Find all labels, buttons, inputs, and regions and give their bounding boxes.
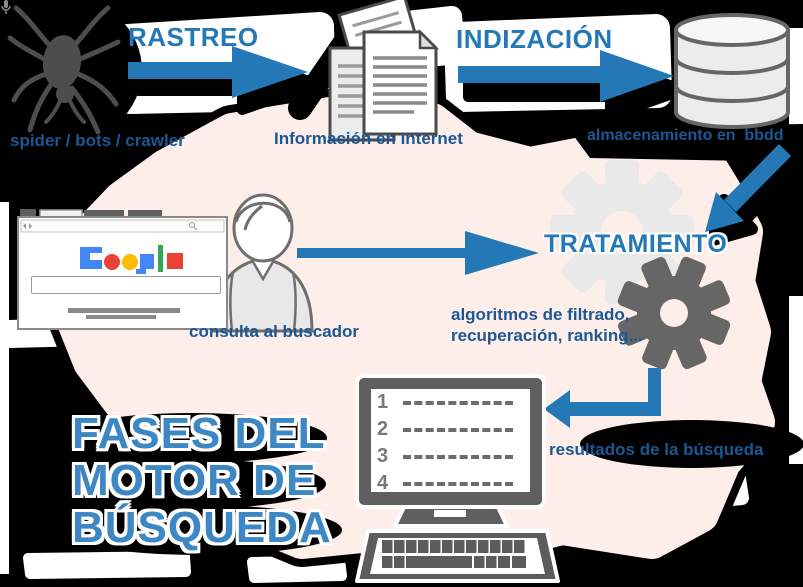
storage-caption: almacenamiento en bbdd — [587, 127, 784, 144]
algorithms-caption-line2: recuperación, ranking... — [451, 326, 643, 345]
database-icon — [674, 13, 790, 129]
rank-number: 1 — [377, 390, 389, 413]
result-line-placeholder — [403, 428, 513, 432]
result-rank-row: 2 — [377, 417, 513, 441]
arrow-elbow-left-icon — [544, 368, 661, 428]
arrow-right-icon — [458, 50, 674, 102]
internet-caption: Información en Internet — [274, 129, 463, 148]
search-icon — [189, 222, 198, 231]
phase-label-indizacion: INDIZACIÓN — [456, 24, 613, 54]
result-line-placeholder — [403, 482, 513, 486]
result-line-placeholder — [403, 455, 513, 459]
result-rank-row: 3 — [377, 444, 513, 468]
page-title-line2: MOTOR DE — [72, 456, 317, 505]
phase-label-tratamiento: TRATAMIENTO — [544, 230, 728, 258]
google-search-input[interactable] — [31, 276, 221, 294]
page-title-line1: FASES DEL — [72, 409, 326, 458]
phase-label-rastreo: RASTREO — [128, 22, 259, 52]
documents-icon — [328, 0, 440, 142]
shadow-blobs — [0, 0, 803, 555]
arrow-down-left-icon — [705, 144, 792, 232]
monitor-icon — [355, 374, 546, 528]
user-icon — [210, 193, 314, 333]
result-line-placeholder — [403, 401, 513, 405]
mic-icon — [1, 0, 11, 14]
result-rank-row: 1 — [377, 390, 513, 414]
page-title-line3: BÚSQUEDA — [72, 503, 332, 552]
google-logo — [80, 245, 183, 274]
rank-number: 4 — [377, 471, 389, 494]
browser-window-icon — [17, 209, 228, 330]
nav-arrows-icon — [23, 223, 32, 229]
page-title: FASES DEL MOTOR DE BÚSQUEDA — [72, 410, 332, 551]
results-caption: resultados de la búsqueda — [549, 440, 764, 459]
algorithms-caption: algoritmos de filtrado, recuperación, ra… — [451, 304, 643, 346]
query-caption: consulta al buscador — [189, 322, 360, 341]
address-bar — [20, 219, 225, 233]
gears-icon — [550, 160, 731, 370]
spider-icon — [7, 5, 121, 135]
arrow-right-icon — [297, 231, 539, 275]
arrow-right-icon — [128, 46, 308, 98]
rank-number: 2 — [377, 417, 389, 440]
keyboard-icon — [355, 529, 560, 583]
result-rank-row: 4 — [377, 471, 513, 495]
algorithms-caption-line1: algoritmos de filtrado, — [451, 305, 630, 324]
spider-caption: spider / bots / crawler — [10, 131, 185, 150]
rank-number: 3 — [377, 444, 389, 467]
